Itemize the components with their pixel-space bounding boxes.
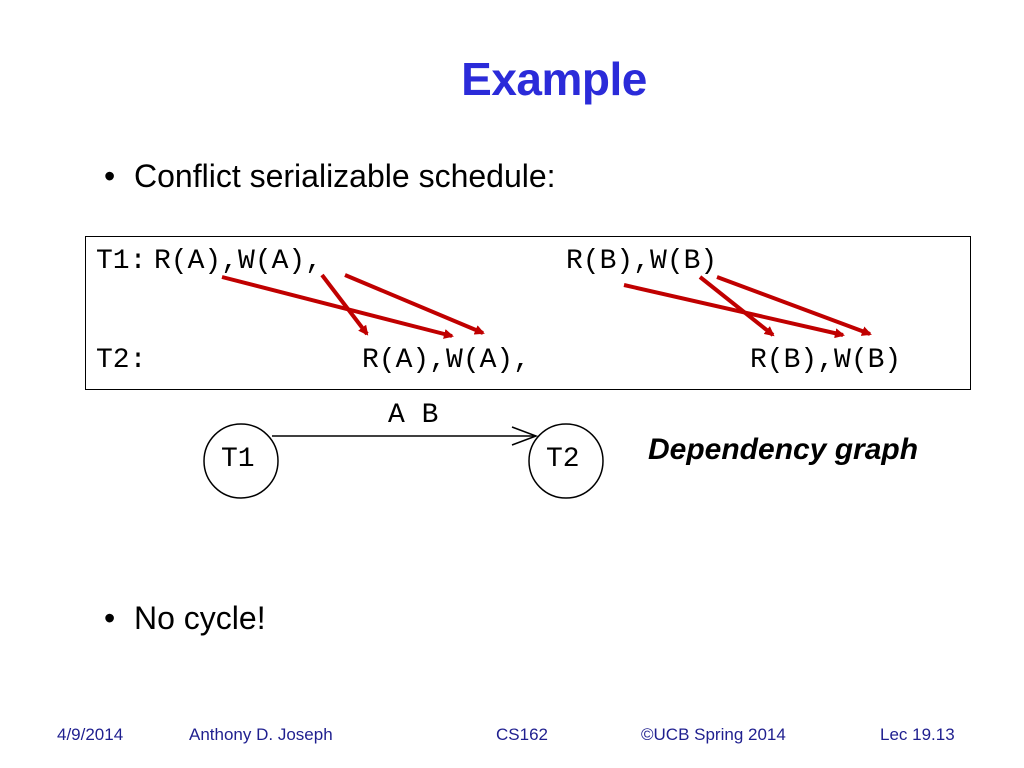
conflict-arrow-wa-ra <box>320 273 369 336</box>
graph-node-t1 <box>203 423 279 499</box>
conflict-arrow-wa-wa <box>344 273 485 335</box>
dependency-graph-caption: Dependency graph <box>648 433 919 466</box>
conflict-arrow-ra-wa <box>221 275 454 339</box>
footer-author: Anthony D. Joseph <box>189 725 333 744</box>
schedule-box <box>85 236 971 390</box>
conflict-arrow-wb-rb <box>698 275 775 337</box>
graph-edge-label: A B <box>388 400 439 431</box>
conflict-arrow-rb-wb <box>623 283 845 339</box>
t2-ops-a: R(A),W(A), <box>362 345 531 376</box>
footer-lecture: Lec 19.13 <box>880 725 955 744</box>
t1-ops-b: R(B),W(B) <box>566 246 718 277</box>
graph-edge-arrowhead <box>511 426 539 446</box>
t2-prefix: T2: <box>96 345 147 376</box>
graph-node-t2-label: T2 <box>546 444 580 475</box>
graph-node-t2 <box>528 423 604 499</box>
footer-date: 4/9/2014 <box>57 725 124 744</box>
bullet-text: Conflict serializable schedule: <box>134 158 556 194</box>
t1-ops-a: R(A),W(A), <box>154 246 323 277</box>
bullet-dot: • <box>104 600 116 636</box>
t1-prefix: T1: <box>96 246 147 277</box>
bullet-no-cycle: • No cycle! <box>104 600 266 637</box>
t2-ops-b: R(B),W(B) <box>750 345 902 376</box>
slide-title: Example <box>461 53 647 105</box>
conflict-arrow-wb-wb <box>716 275 872 336</box>
bullet-conflict-serializable: • Conflict serializable schedule: <box>104 158 556 195</box>
bullet-text: No cycle! <box>134 600 266 636</box>
bullet-dot: • <box>104 158 116 194</box>
graph-node-t1-label: T1 <box>221 444 255 475</box>
footer-copyright: ©UCB Spring 2014 <box>641 725 786 744</box>
footer-course: CS162 <box>496 725 548 744</box>
